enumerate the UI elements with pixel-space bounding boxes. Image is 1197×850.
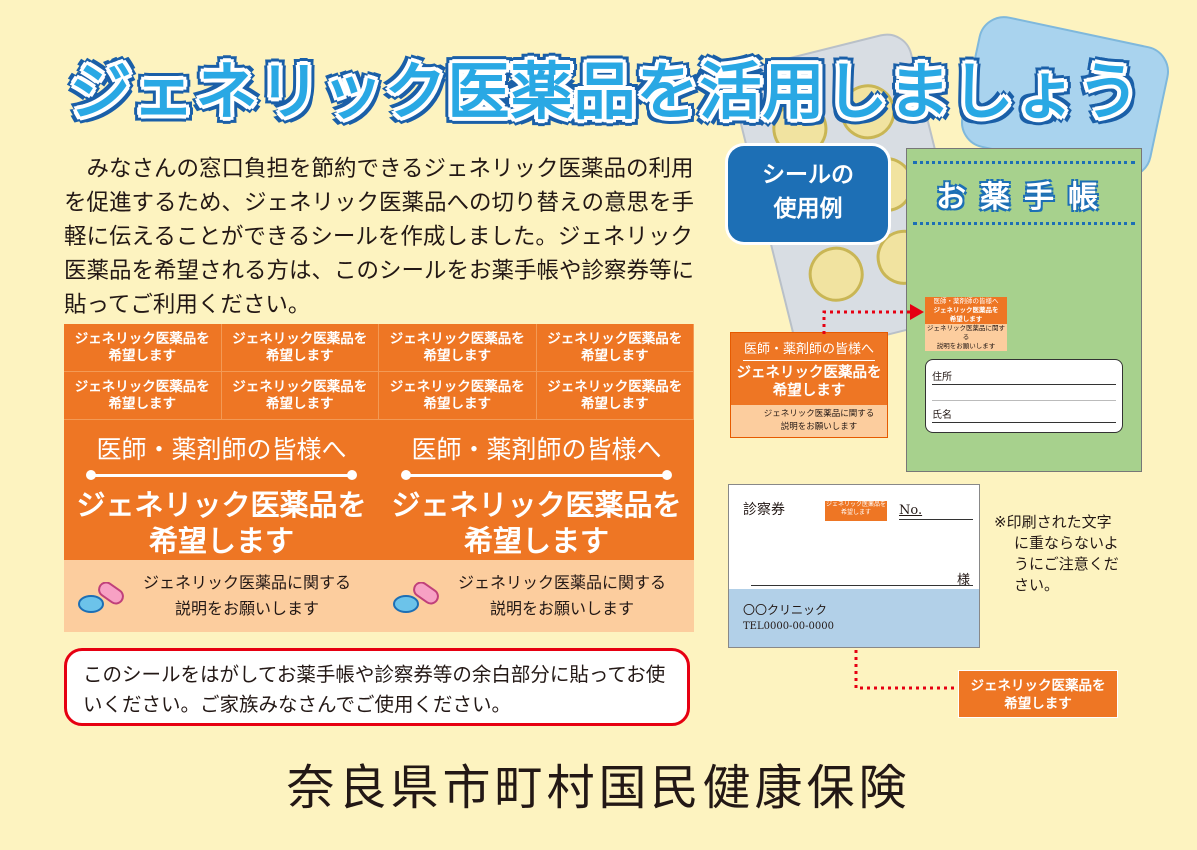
notebook-mini-sticker: 医師・薬剤師の皆様へ ジェネリック医薬品を 希望します ジェネリック医薬品に関す… xyxy=(925,297,1007,351)
organization-name: 奈良県市町村国民健康保険 xyxy=(286,760,911,816)
large-sticker-left: 医師・薬剤師の皆様へ ジェネリック医薬品を 希望します xyxy=(76,435,367,558)
demo-sticker: 医師・薬剤師の皆様へ ジェネリック医薬品を 希望します ジェネリック医薬品に関す… xyxy=(730,332,888,438)
small-sticker-grid: ジェネリック医薬品を希望します ジェネリック医薬品を希望します ジェネリック医薬… xyxy=(64,324,694,420)
card-mini-sticker: ジェネリック医薬品を 希望します xyxy=(825,501,887,521)
large-sticker-right: 医師・薬剤師の皆様へ ジェネリック医薬品を 希望します xyxy=(391,435,682,558)
small-sticker: ジェネリック医薬品を希望します xyxy=(379,324,537,372)
sticker-strip-right: ジェネリック医薬品に関する 説明をお願いします xyxy=(379,560,694,632)
notebook-title: お薬手帳 xyxy=(936,180,1112,215)
card-sticker-callout: ジェネリック医薬品を 希望します xyxy=(958,670,1118,718)
small-sticker: ジェネリック医薬品を希望します xyxy=(379,372,537,420)
capsule-pill-icon xyxy=(393,582,439,613)
demo-sticker-strip: ジェネリック医薬品に関する 説明をお願いします xyxy=(731,405,887,437)
caution-note: ※印刷された文字 に重ならないよ うにご注意くだ さい。 xyxy=(994,513,1119,594)
divider xyxy=(401,470,672,480)
sticker-strip-left: ジェネリック医薬品に関する 説明をお願いします xyxy=(64,560,379,632)
intro-text: みなさんの窓口負担を節約できるジェネリック医薬品の利用を促進するため、ジェネリッ… xyxy=(64,156,695,318)
divider xyxy=(86,470,357,480)
sticker-sheet: ジェネリック医薬品を希望します ジェネリック医薬品を希望します ジェネリック医薬… xyxy=(64,324,694,632)
consultation-card: 診察券 ジェネリック医薬品を 希望します No. 様 〇〇クリニック TEL00… xyxy=(728,484,980,648)
notebook-info-card: 住所 氏名 xyxy=(925,359,1123,433)
small-sticker: ジェネリック医薬品を希望します xyxy=(64,372,222,420)
medicine-notebook: お薬手帳 医師・薬剤師の皆様へ ジェネリック医薬品を 希望します ジェネリック医… xyxy=(906,148,1142,472)
small-sticker: ジェネリック医薬品を希望します xyxy=(221,324,379,372)
small-sticker: ジェネリック医薬品を希望します xyxy=(221,372,379,420)
usage-notice: このシールをはがしてお薬手帳や診察券等の余白部分に貼ってお使いください。ご家族み… xyxy=(64,648,690,726)
notebook-title-bar: お薬手帳 xyxy=(913,161,1135,225)
capsule-pill-icon xyxy=(78,582,124,613)
small-sticker: ジェネリック医薬品を希望します xyxy=(536,324,694,372)
small-sticker: ジェネリック医薬品を希望します xyxy=(64,324,222,372)
usage-example-badge: シールの 使用例 xyxy=(728,146,888,242)
page-title: ジェネリック医薬品を活用しましょう xyxy=(69,55,1141,128)
arrow-to-notebook-icon xyxy=(822,304,924,334)
small-sticker: ジェネリック医薬品を希望します xyxy=(536,372,694,420)
card-clinic-area: 〇〇クリニック TEL0000-00-0000 xyxy=(729,589,979,647)
